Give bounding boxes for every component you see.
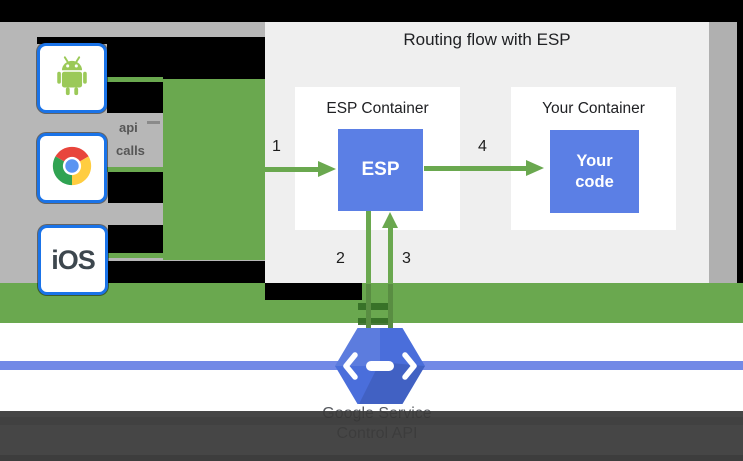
step-1-label: 1 [272,138,281,155]
top-black-bar [0,0,743,22]
endpoints-hexagon-icon [335,328,425,404]
esp-node-label: ESP [361,159,400,180]
arrow-1-line [265,167,318,172]
ios-connector-line [107,253,163,258]
ios-label: iOS [51,244,96,275]
arrow-3-band-overlay [388,284,393,328]
step-2-label: 2 [336,250,345,267]
note-artifact [147,121,160,124]
android-client-box [37,43,107,113]
arrow-3-head [382,212,398,228]
black-region [37,37,265,44]
arrow-1-head [318,161,336,177]
api-note-line2: calls [116,143,145,158]
bottom-dark-footer [0,411,743,461]
your-code-node: Your code [550,130,639,213]
black-region [163,37,265,79]
your-code-line2: code [575,172,614,191]
your-code-line1: Your [576,151,613,170]
android-robot-icon [49,51,95,106]
arrow-3-line [388,228,393,328]
your-container-label: Your Container [542,100,645,117]
arrow-4-head [526,160,544,176]
black-region [108,225,163,257]
step-4-label: 4 [478,138,487,155]
diagram-title: Routing flow with ESP [403,30,571,49]
esp-node: ESP [338,129,423,211]
right-black-strip [737,22,743,284]
green-vertical-bar [163,79,265,260]
footer-bottom-shade [0,455,743,461]
arrow-2-band-overlay [366,284,371,328]
dark-green-dash [358,318,388,325]
chrome-connector-line [107,167,163,172]
chrome-browser-icon [49,143,95,194]
android-connector-line [107,77,163,82]
ios-client-box: iOS [38,225,108,295]
arrow-4-line [424,166,526,171]
step-3-label: 3 [402,250,411,267]
black-region [108,172,163,203]
dark-green-dash [358,303,388,310]
footer-shade-band [0,417,743,425]
api-note-line1: api [119,120,138,135]
esp-container-label: ESP Container [326,100,429,117]
black-region [265,283,362,300]
chrome-client-box [37,133,107,203]
right-gray-strip [709,22,737,284]
arrow-2-line [366,211,371,328]
